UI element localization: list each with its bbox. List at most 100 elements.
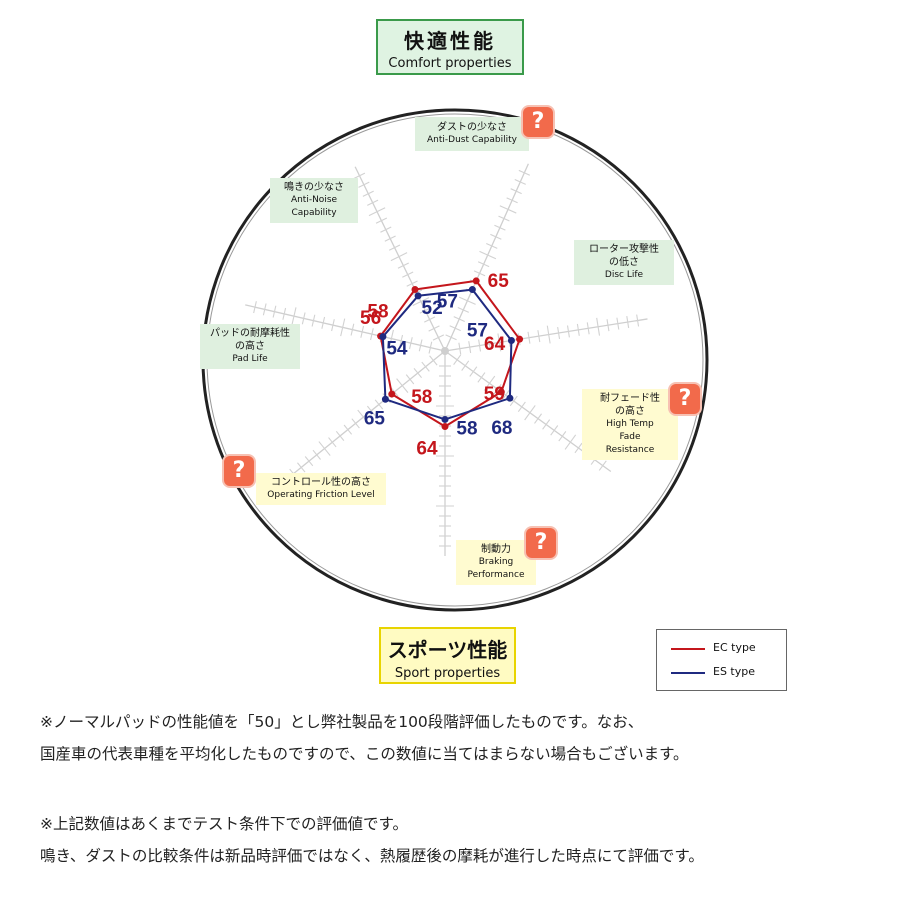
comfort-properties-box: 快適性能 Comfort properties bbox=[376, 19, 524, 75]
legend-label-ec: EC type bbox=[713, 641, 756, 654]
radar-axis-tick bbox=[428, 325, 440, 332]
radar-axis-tick bbox=[586, 322, 590, 335]
radar-axis-tick bbox=[421, 361, 430, 372]
note-line-4: 鳴き、ダストの比較条件は新品時評価ではなく、熱履歴後の摩耗が進行した時点にて評価… bbox=[40, 847, 704, 865]
question-badge-anti-dust[interactable]: ? bbox=[523, 107, 553, 137]
radar-axis-tick bbox=[490, 233, 502, 240]
radar-axis-tick bbox=[388, 244, 401, 251]
value-label: 59 bbox=[484, 384, 505, 405]
series-point bbox=[414, 292, 422, 300]
radar-axis-tick bbox=[469, 366, 478, 377]
radar-axis-tick bbox=[457, 306, 470, 313]
radar-axis-tick bbox=[461, 360, 470, 371]
radar-axis-tick bbox=[374, 399, 384, 410]
radar-axis-tick bbox=[343, 424, 353, 435]
radar-axis-tick bbox=[429, 355, 438, 366]
legend-swatch-es bbox=[671, 672, 705, 674]
question-badge-control[interactable]: ? bbox=[224, 456, 254, 486]
axis-label-jp: ダストの少なさ bbox=[437, 122, 507, 133]
axis-label-disc-life: ローター攻撃性の低さ Disc Life bbox=[574, 240, 674, 285]
radar-axis-tick bbox=[282, 307, 287, 320]
radar-axis-tick bbox=[510, 188, 522, 195]
axis-label-en: Disc Life bbox=[604, 270, 644, 280]
radar-axis-tick bbox=[494, 224, 506, 231]
value-label: 54 bbox=[386, 339, 408, 360]
radar-axis-tick bbox=[388, 329, 394, 348]
radar-axis-tick bbox=[360, 325, 365, 338]
radar-axis-tick bbox=[362, 190, 374, 197]
value-label: 52 bbox=[422, 298, 443, 319]
radar-axis-tick bbox=[636, 314, 640, 327]
radar-axis-tick bbox=[477, 372, 486, 383]
axis-label-control: コントロール性の高さ Operating Friction Level bbox=[256, 473, 386, 505]
radar-axis-tick bbox=[479, 250, 497, 260]
radar-axis-tick bbox=[445, 334, 457, 341]
radar-axis-tick bbox=[514, 179, 526, 185]
radar-axis-tick bbox=[458, 296, 476, 305]
axis-label-jp: ローター攻撃性の低さ bbox=[589, 244, 659, 268]
note-line-2: 国産車の代表車種を平均化したものですので、この数値に当てはまらない場合もございま… bbox=[40, 745, 689, 763]
radar-axis-tick bbox=[566, 325, 570, 338]
value-label: 65 bbox=[488, 271, 510, 292]
radar-axis-line bbox=[245, 304, 446, 352]
radar-axis-tick bbox=[402, 271, 414, 278]
question-badge-fade-resistance[interactable]: ? bbox=[670, 384, 700, 414]
radar-axis-tick bbox=[380, 226, 392, 233]
radar-axis-tick bbox=[367, 199, 379, 206]
radar-axis-tick bbox=[432, 334, 445, 341]
radar-axis-tick bbox=[399, 334, 404, 347]
value-label: 64 bbox=[416, 439, 438, 460]
radar-axis-tick bbox=[301, 312, 306, 325]
axis-label-en: Anti-Noise Capability bbox=[290, 195, 338, 218]
value-label: 65 bbox=[364, 408, 386, 429]
radar-axis-tick bbox=[396, 378, 409, 393]
radar-axis-tick bbox=[311, 314, 316, 327]
legend: EC type ES type bbox=[656, 629, 787, 691]
radar-axis-tick bbox=[478, 339, 482, 352]
radar-axis-tick bbox=[596, 317, 601, 336]
radar-axis-tick bbox=[304, 456, 314, 467]
legend-label-es: ES type bbox=[713, 665, 756, 678]
sport-properties-box: スポーツ性能 Sport properties bbox=[379, 627, 516, 684]
radar-axis-tick bbox=[424, 316, 436, 323]
radar-axis-tick bbox=[616, 317, 620, 330]
value-label: 57 bbox=[437, 292, 458, 313]
radar-axis-tick bbox=[453, 316, 465, 322]
legend-swatch-ec bbox=[671, 648, 705, 650]
note-line-1: ※ノーマルパッドの性能値を「50」とし弊社製品を100段階評価したものです。なお… bbox=[40, 713, 644, 731]
radar-axis-tick bbox=[397, 262, 409, 269]
series-line-es bbox=[381, 288, 513, 421]
radar-axis-tick bbox=[375, 217, 388, 224]
radar-axis-tick bbox=[501, 389, 510, 401]
radar-axis-tick bbox=[335, 430, 345, 441]
axis-label-fade-resistance: 耐フェード性の高さ High Temp Fade Resistance bbox=[582, 389, 678, 460]
series-point bbox=[472, 277, 480, 285]
radar-axis-tick bbox=[558, 431, 567, 442]
series-point bbox=[441, 415, 449, 423]
radar-axis-tick bbox=[534, 413, 543, 424]
radar-axis-tick bbox=[542, 419, 551, 430]
series-point bbox=[468, 286, 476, 294]
radar-axis-tick bbox=[297, 462, 306, 473]
series-point bbox=[506, 394, 514, 402]
note-line-3: ※上記数値はあくまでテスト条件下での評価値です。 bbox=[40, 815, 408, 833]
radar-axis-tick bbox=[262, 303, 267, 316]
axis-label-braking: 制動力 Braking Performance bbox=[456, 540, 536, 585]
radar-axis-tick bbox=[331, 319, 335, 332]
question-badge-braking[interactable]: ? bbox=[526, 528, 556, 558]
radar-axis-tick bbox=[598, 460, 607, 471]
radar-axis-tick bbox=[318, 441, 331, 456]
radar-axis-tick bbox=[546, 325, 551, 344]
series-point bbox=[441, 423, 449, 431]
radar-axis-tick bbox=[477, 261, 490, 268]
radar-axis-tick bbox=[468, 341, 472, 354]
value-label: 56 bbox=[360, 308, 381, 329]
radar-axis-tick bbox=[419, 307, 431, 314]
radar-axis-tick bbox=[351, 418, 360, 429]
radar-axis-tick bbox=[506, 197, 518, 204]
value-label: 68 bbox=[491, 418, 512, 439]
axis-label-jp: コントロール性の高さ bbox=[271, 477, 371, 488]
radar-axis-line bbox=[354, 166, 446, 352]
radar-axis-tick bbox=[626, 316, 630, 329]
